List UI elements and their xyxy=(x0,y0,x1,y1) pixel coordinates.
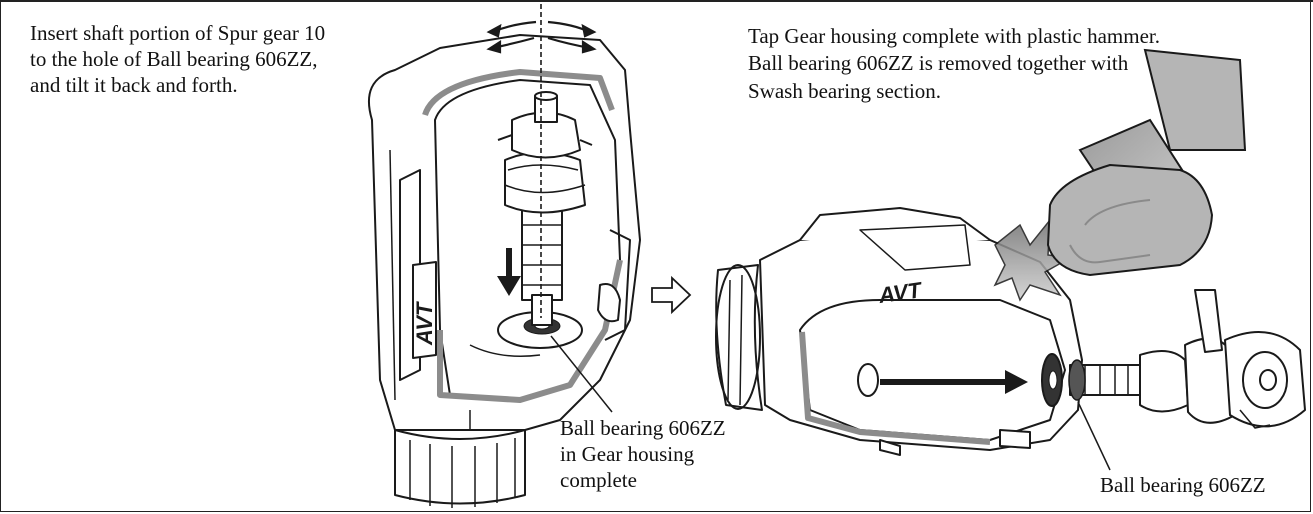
callout-leader-left xyxy=(550,335,613,413)
callout-left-line-3: complete xyxy=(560,468,637,492)
hollow-right-arrow-icon xyxy=(651,275,692,315)
instruction-left-line-3: and tilt it back and forth. xyxy=(30,73,238,97)
instruction-right-line-1: Tap Gear housing complete with plastic h… xyxy=(748,24,1161,48)
impact-burst-icon xyxy=(993,217,1073,302)
top-border xyxy=(0,0,1313,2)
plastic-hammer xyxy=(1046,48,1247,277)
ball-bearing-right xyxy=(1068,359,1086,401)
callout-right: Ball bearing 606ZZ xyxy=(1100,473,1266,497)
left-gear-housing xyxy=(367,34,641,508)
right-gear-housing xyxy=(715,207,1306,456)
avt-logo-left: AVT xyxy=(412,301,437,346)
callout-left-line-2: in Gear housing xyxy=(560,442,695,466)
tilt-arrows-icon xyxy=(486,20,597,54)
callout-left-line-1: Ball bearing 606ZZ xyxy=(560,416,726,440)
callout-leader-right xyxy=(1077,401,1111,471)
down-arrow-icon xyxy=(497,248,521,296)
instruction-left-line-1: Insert shaft portion of Spur gear 10 xyxy=(30,21,326,45)
instruction-right-line-3: Swash bearing section. xyxy=(748,79,942,103)
right-arrow-icon xyxy=(880,370,1028,394)
avt-logo-right: AVT xyxy=(876,277,924,308)
instruction-right-line-2: Ball bearing 606ZZ is removed together w… xyxy=(748,51,1129,75)
instruction-left-line-2: to the hole of Ball bearing 606ZZ, xyxy=(30,47,318,71)
